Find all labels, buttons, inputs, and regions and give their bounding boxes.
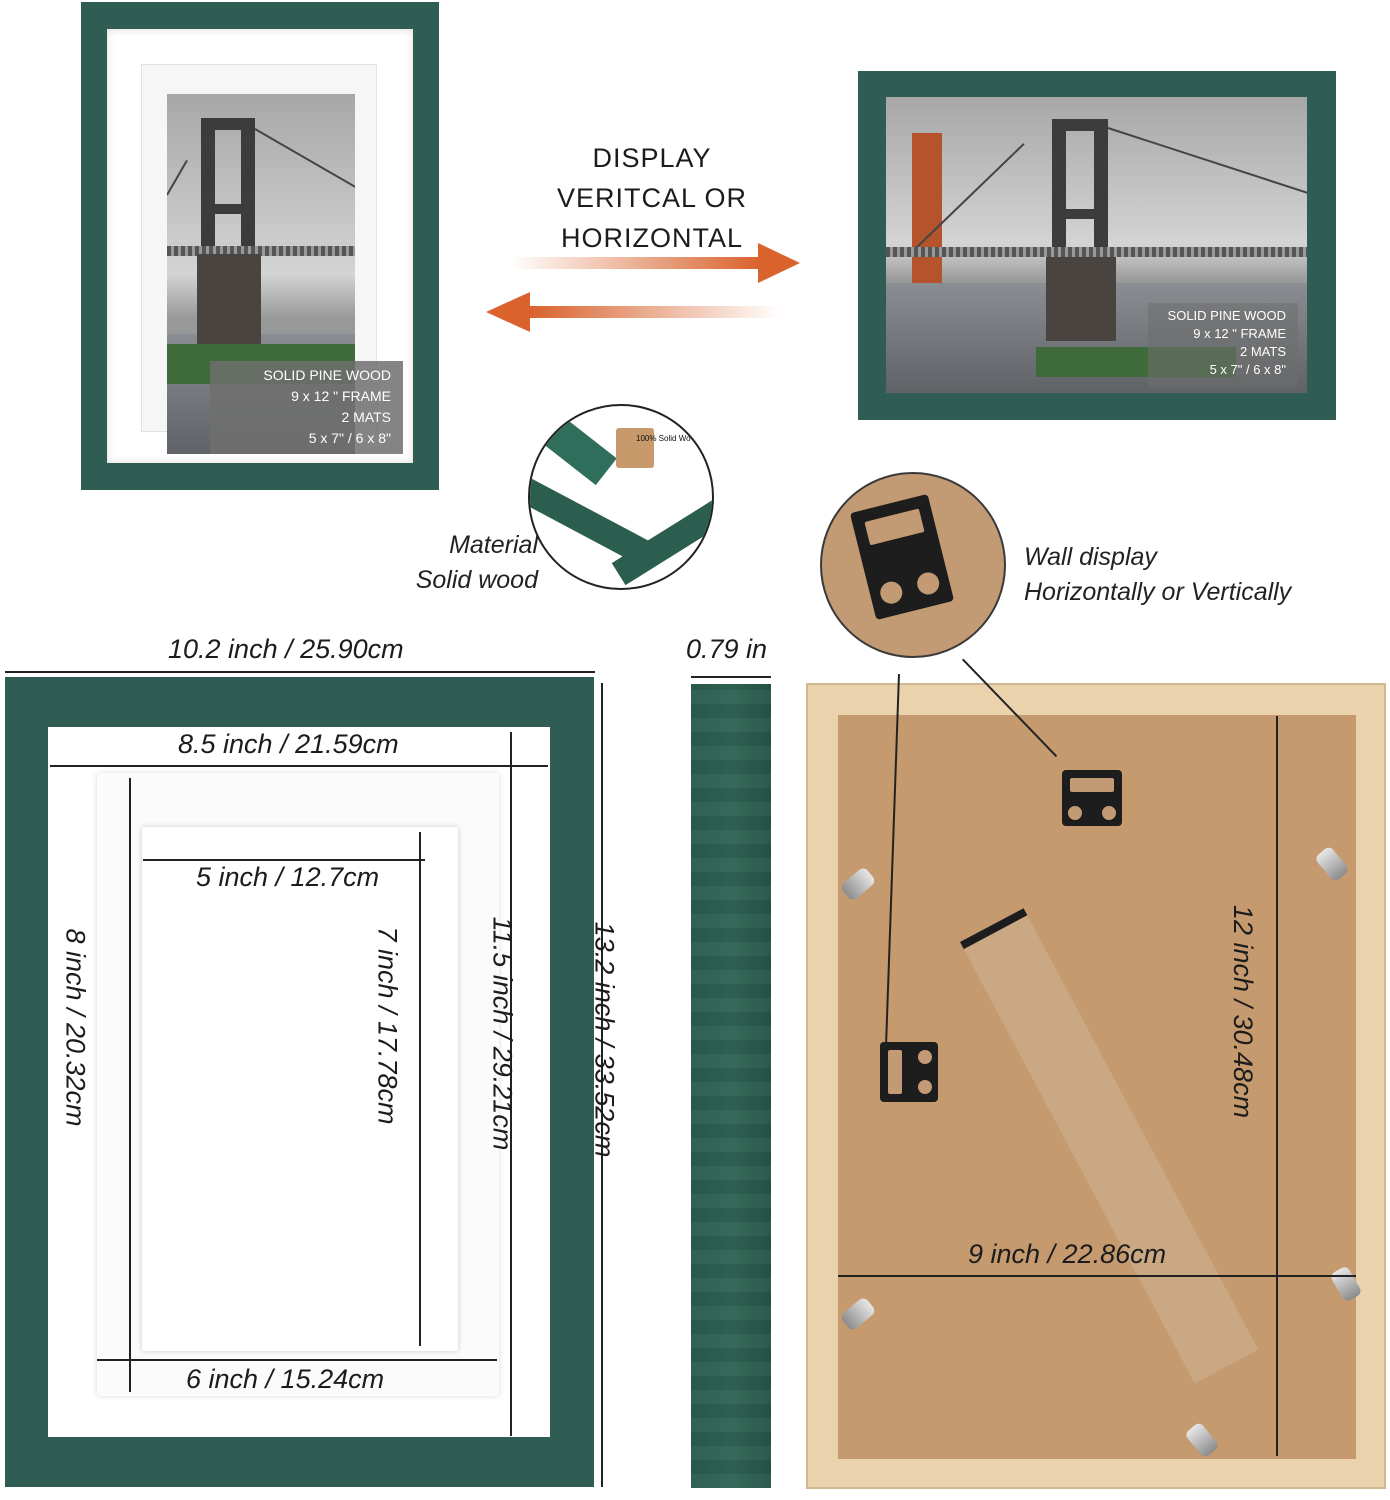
sawtooth-hanger-icon (880, 1042, 938, 1102)
info-line: 9 x 12 " FRAME (1193, 326, 1286, 341)
height11-5-label: 11.5 inch / 29.21cm (487, 916, 518, 1151)
back-width-line (838, 1275, 1356, 1277)
height7-line (419, 832, 421, 1346)
info-line: 9 x 12 " FRAME (291, 388, 391, 404)
inner-width-label: 8.5 inch / 21.59cm (178, 729, 399, 759)
horizontal-info-box: SOLID PINE WOOD 9 x 12 " FRAME 2 MATS 5 … (1148, 303, 1298, 387)
wall-display-text: Wall display Horizontally or Vertically (1024, 540, 1291, 610)
front-photo-opening (142, 827, 458, 1351)
wall-line-1: Wall display (1024, 543, 1157, 571)
display-line-1: DISPLAY (592, 143, 712, 173)
height13-2-label: 13.2 inch / 33.52cm (589, 921, 620, 1158)
back-height-label: 12 inch / 30.48cm (1228, 904, 1259, 1119)
info-line: SOLID PINE WOOD (1167, 308, 1286, 323)
display-title: DISPLAY VERITCAL OR HORIZONTAL (462, 138, 842, 258)
front-dimension-frame (5, 677, 594, 1487)
display-line-2: VERITCAL OR HORIZONTAL (556, 183, 748, 253)
mat6-width-line (97, 1359, 497, 1361)
open5-width-line (143, 859, 425, 861)
vertical-info-box: SOLID PINE WOOD 9 x 12 " FRAME 2 MATS 5 … (210, 361, 403, 454)
back-width-label: 9 inch / 22.86cm (968, 1239, 1167, 1269)
material-detail-circle: 100% Solid Wo (528, 404, 714, 590)
material-circle-label: 100% Solid Wo (636, 434, 691, 443)
mat6-width-label: 6 inch / 15.24cm (186, 1364, 385, 1394)
material-line-1: Material (449, 531, 538, 559)
bridge-photo-icon (886, 97, 1307, 393)
depth-label: 0.79 in (686, 634, 768, 664)
vertical-frame: SOLID PINE WOOD 9 x 12 " FRAME 2 MATS 5 … (81, 2, 439, 490)
inner-width-line (50, 765, 548, 767)
info-line: 5 x 7" / 6 x 8" (1209, 362, 1286, 377)
height7-label: 7 inch / 17.78cm (372, 926, 403, 1125)
depth-line (691, 676, 771, 678)
height13-2-line (601, 683, 603, 1487)
frame-side-profile (691, 684, 771, 1488)
outer-width-line (5, 671, 595, 673)
horizontal-frame: SOLID PINE WOOD 9 x 12 " FRAME 2 MATS 5 … (858, 71, 1336, 420)
outer-width-label: 10.2 inch / 25.90cm (168, 634, 404, 664)
open5-width-label: 5 inch / 12.7cm (196, 862, 380, 892)
back-height-line (1276, 716, 1278, 1456)
info-line: SOLID PINE WOOD (263, 367, 391, 383)
height11-5-line (510, 732, 512, 1436)
sawtooth-hanger-icon (1062, 770, 1122, 826)
hanger-detail-circle (820, 472, 1006, 658)
height8-label: 8 inch / 20.32cm (60, 928, 91, 1127)
info-line: 2 MATS (341, 409, 391, 425)
wall-line-2: Horizontally or Vertically (1024, 578, 1292, 606)
info-line: 2 MATS (1240, 344, 1286, 359)
arrow-left-icon (486, 292, 780, 332)
material-line-2: Solid wood (415, 566, 538, 594)
arrow-right-icon (510, 243, 800, 283)
height8-line (129, 778, 131, 1392)
info-line: 5 x 7" / 6 x 8" (308, 430, 391, 446)
material-text: Material Solid wood (388, 528, 538, 598)
sawtooth-hanger-icon (849, 493, 955, 621)
